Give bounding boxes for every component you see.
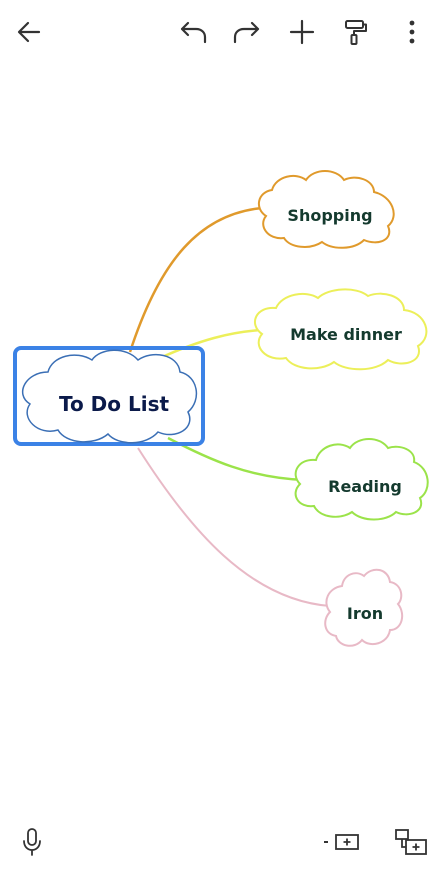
topic-iron[interactable]: Iron bbox=[324, 568, 404, 647]
topic-reading-cloud bbox=[294, 438, 429, 521]
topic-make-dinner-cloud bbox=[254, 288, 428, 371]
topic-reading-label: Reading bbox=[328, 477, 402, 496]
add-subtopic-icon bbox=[395, 829, 427, 855]
redo-button[interactable] bbox=[227, 12, 267, 52]
topic-iron-label: Iron bbox=[347, 604, 383, 623]
top-toolbar bbox=[0, 0, 440, 64]
more-vertical-icon bbox=[409, 20, 415, 44]
connector-iron bbox=[137, 447, 331, 607]
microphone-icon bbox=[23, 828, 41, 856]
central-topic-cloud bbox=[21, 349, 198, 444]
paint-roller-icon bbox=[345, 20, 367, 45]
topic-make-dinner[interactable]: Make dinner bbox=[254, 288, 428, 371]
undo-button[interactable] bbox=[173, 12, 213, 52]
central-topic[interactable]: To Do List bbox=[13, 346, 205, 446]
undo-icon bbox=[180, 21, 207, 44]
add-sibling-topic-button[interactable] bbox=[322, 822, 362, 862]
topic-iron-cloud bbox=[324, 568, 404, 647]
add-subtopic-button[interactable] bbox=[390, 822, 430, 862]
redo-icon bbox=[233, 21, 260, 44]
connector-make-dinner bbox=[159, 328, 263, 360]
voice-input-button[interactable] bbox=[12, 822, 52, 862]
central-topic-label: To Do List bbox=[59, 392, 169, 416]
topic-make-dinner-label: Make dinner bbox=[290, 325, 402, 344]
add-sibling-topic-icon bbox=[324, 834, 359, 850]
arrow-left-icon bbox=[17, 21, 41, 43]
back-button[interactable] bbox=[9, 12, 49, 52]
plus-icon bbox=[289, 19, 315, 45]
topic-reading[interactable]: Reading bbox=[294, 438, 429, 521]
more-options-button[interactable] bbox=[392, 12, 432, 52]
connector-shopping bbox=[128, 206, 263, 353]
topic-shopping-label: Shopping bbox=[287, 206, 372, 225]
central-topic-selection bbox=[13, 346, 205, 446]
topic-shopping[interactable]: Shopping bbox=[257, 170, 395, 249]
add-topic-button[interactable] bbox=[282, 12, 322, 52]
topic-shopping-cloud bbox=[257, 170, 395, 249]
format-button[interactable] bbox=[336, 12, 376, 52]
